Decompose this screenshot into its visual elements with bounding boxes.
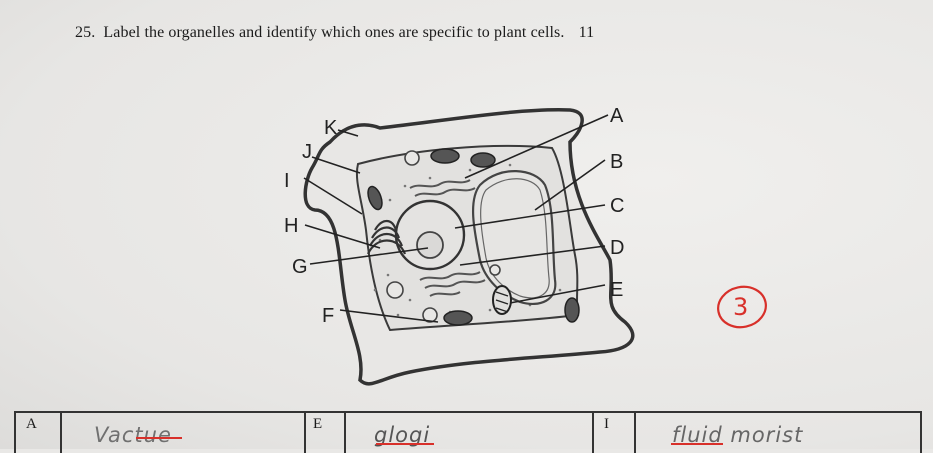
pointer-lines	[303, 114, 609, 323]
answer-letter-e: E	[313, 416, 323, 432]
table-divider	[60, 413, 62, 453]
answer-table: A Vactue E glogi I fluid morist	[14, 411, 922, 453]
answer-response-a: Vactue	[94, 423, 172, 447]
label-j: J	[302, 141, 312, 163]
label-a: A	[610, 105, 624, 127]
label-c: C	[610, 195, 624, 217]
question-text: Label the organelles and identify which …	[103, 24, 565, 41]
table-divider	[344, 413, 346, 453]
table-divider	[592, 413, 594, 453]
plant-cell-diagram: A B C D E F G H I J K	[284, 105, 635, 386]
label-i: I	[284, 170, 290, 192]
label-h: H	[284, 215, 298, 237]
label-k: K	[324, 117, 338, 139]
question-number: 25.	[75, 24, 96, 41]
nucleolus	[416, 231, 444, 259]
chloroplasts	[367, 148, 580, 326]
red-correction-i	[671, 443, 723, 445]
label-g: G	[292, 256, 308, 278]
red-correction-a	[136, 437, 182, 439]
answer-letter-a: A	[26, 416, 37, 432]
score-value: 3	[733, 293, 748, 321]
vesicles	[386, 150, 501, 323]
answer-letter-i: I	[604, 416, 609, 432]
mitochondria	[492, 285, 512, 315]
label-f: F	[322, 305, 334, 327]
question-25: 25. Label the organelles and identify wh…	[75, 24, 594, 42]
score-mark: 3	[717, 285, 767, 329]
question-points: 11	[578, 24, 595, 41]
golgi-apparatus	[366, 219, 407, 255]
label-e: E	[610, 279, 623, 301]
table-divider	[634, 413, 636, 453]
red-correction-e	[376, 443, 434, 445]
label-b: B	[610, 151, 623, 173]
label-d: D	[610, 237, 624, 259]
table-divider	[304, 413, 306, 453]
endoplasmic-reticulum	[409, 179, 486, 297]
